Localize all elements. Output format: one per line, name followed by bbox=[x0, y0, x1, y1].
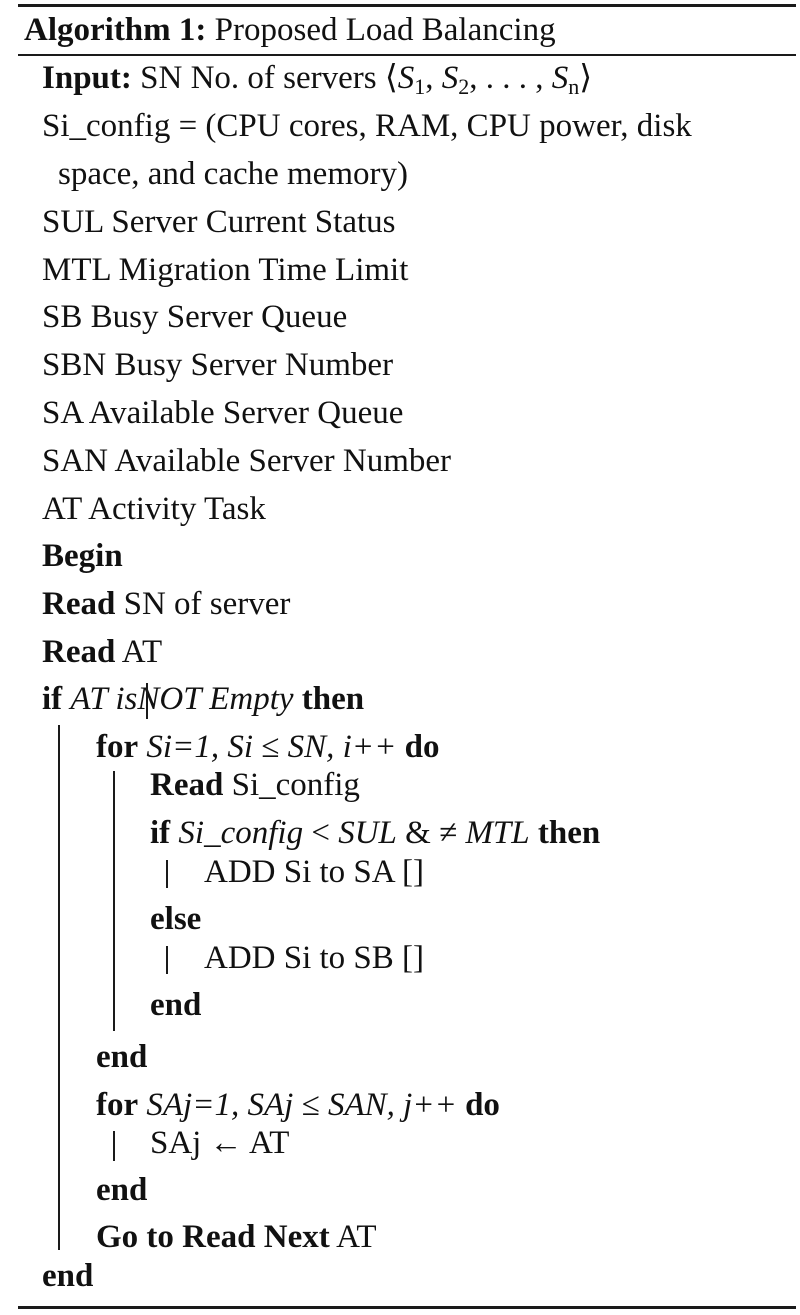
input-keyword: Input: bbox=[42, 60, 132, 96]
for-si-condition: Si=1, Si bbox=[146, 729, 253, 765]
bottom-rule bbox=[18, 1306, 796, 1309]
leq-symbol: ≤ bbox=[301, 1087, 320, 1123]
lt-symbol: < bbox=[303, 815, 339, 851]
def-sa: SA Available Server Queue bbox=[42, 395, 404, 431]
tuple-close: ⟩ bbox=[579, 60, 593, 96]
def-mtl: MTL Migration Time Limit bbox=[42, 252, 409, 288]
do-keyword: do bbox=[465, 1087, 500, 1123]
for-saj-condition-2: SAN, j++ bbox=[327, 1087, 457, 1123]
title-rule bbox=[18, 54, 796, 56]
left-arrow-symbol: ← bbox=[209, 1125, 243, 1161]
tuple-open: ⟨ bbox=[384, 60, 398, 96]
def-san: SAN Available Server Number bbox=[42, 443, 452, 479]
if-at-condition-b: NOT Empty bbox=[137, 681, 294, 717]
algorithm-title: Algorithm 1: Proposed Load Balancing bbox=[24, 8, 556, 52]
tuple-sep: , bbox=[535, 60, 552, 96]
else-keyword: else bbox=[150, 901, 202, 937]
read-at-text: AT bbox=[121, 634, 163, 670]
add-sa-line: ADD Si to SA [] bbox=[204, 854, 425, 890]
config-line-2: space, and cache memory) bbox=[58, 156, 408, 192]
goto-text: AT bbox=[336, 1219, 377, 1255]
tuple-sep: , bbox=[425, 60, 442, 96]
read-keyword: Read bbox=[150, 767, 224, 803]
def-sul: SUL Server Current Status bbox=[42, 204, 396, 240]
if-at-line: if AT isNOT Empty then bbox=[42, 679, 364, 719]
read-keyword: Read bbox=[42, 586, 116, 622]
read-sn-line: Read SN of server bbox=[42, 584, 290, 624]
add-sb-line: ADD Si to SB [] bbox=[204, 940, 425, 976]
neq-symbol: ≠ bbox=[439, 815, 458, 851]
begin-keyword: Begin bbox=[42, 538, 123, 574]
tuple-s2: S bbox=[441, 60, 459, 96]
tuple-sn-sub: n bbox=[568, 74, 580, 99]
then-block-bar bbox=[166, 860, 168, 888]
tuple-sep: , bbox=[469, 60, 486, 96]
if-config-condition-c: MTL bbox=[465, 815, 530, 851]
config-line-1: Si_config = (CPU cores, RAM, CPU power, … bbox=[42, 108, 692, 144]
if-keyword: if bbox=[42, 681, 63, 717]
else-block-bar bbox=[166, 946, 168, 974]
leq-symbol: ≤ bbox=[261, 729, 280, 765]
input-line: Input: SN No. of servers ⟨S1, S2, . . . … bbox=[42, 58, 592, 107]
text-cursor bbox=[146, 683, 148, 719]
then-keyword: then bbox=[537, 815, 601, 851]
tuple-s1-sub: 1 bbox=[414, 74, 426, 99]
assign-lhs: SAj bbox=[150, 1125, 202, 1161]
def-sbn: SBN Busy Server Number bbox=[42, 347, 394, 383]
goto-line: Go to Read Next AT bbox=[96, 1217, 377, 1257]
do-keyword: do bbox=[404, 729, 440, 765]
then-keyword: then bbox=[301, 681, 365, 717]
for-si-block-bar bbox=[113, 771, 115, 1031]
read-config-line: Read Si_config bbox=[150, 765, 360, 805]
def-sb: SB Busy Server Queue bbox=[42, 299, 348, 335]
if-block-bar bbox=[58, 725, 60, 1250]
goto-keyword: Go to Read Next bbox=[96, 1219, 330, 1255]
if-config-line: if Si_config < SUL & ≠ MTL then bbox=[150, 813, 600, 853]
tuple-s1: S bbox=[397, 60, 415, 96]
top-rule bbox=[18, 4, 796, 7]
for-saj-line: for SAj=1, SAj ≤ SAN, j++ do bbox=[96, 1085, 500, 1125]
servers-tuple: ⟨S1, S2, . . . , Sn⟩ bbox=[384, 60, 593, 99]
if-keyword: if bbox=[150, 815, 171, 851]
end-for-si: end bbox=[96, 1039, 148, 1075]
end-if-config: end bbox=[150, 987, 202, 1023]
for-saj-condition: SAj=1, SAj bbox=[146, 1087, 294, 1123]
for-si-condition-2: SN, i++ bbox=[287, 729, 397, 765]
if-at-condition-a: AT is bbox=[70, 681, 138, 717]
if-config-condition-a: Si_config bbox=[178, 815, 304, 851]
for-keyword: for bbox=[96, 729, 139, 765]
for-si-line: for Si=1, Si ≤ SN, i++ do bbox=[96, 727, 439, 767]
read-config-text: Si_config bbox=[231, 767, 360, 803]
read-sn-text: SN of server bbox=[123, 586, 291, 622]
def-at: AT Activity Task bbox=[42, 491, 266, 527]
tuple-dots: . . . bbox=[485, 60, 536, 96]
read-keyword: Read bbox=[42, 634, 116, 670]
end-for-saj: end bbox=[96, 1172, 148, 1208]
tuple-sn: S bbox=[551, 60, 569, 96]
assign-line: SAj ← AT bbox=[150, 1123, 289, 1163]
algorithm-label: Algorithm 1: bbox=[24, 12, 207, 48]
input-text: SN No. of servers bbox=[140, 60, 377, 96]
for-keyword: for bbox=[96, 1087, 139, 1123]
assign-rhs: AT bbox=[249, 1125, 290, 1161]
if-config-condition-b: SUL bbox=[338, 815, 397, 851]
algorithm-name: Proposed Load Balancing bbox=[214, 12, 556, 48]
amp-symbol: & bbox=[396, 815, 440, 851]
read-at-line: Read AT bbox=[42, 632, 162, 672]
for-saj-block-bar bbox=[113, 1131, 115, 1161]
end-if-at: end bbox=[42, 1258, 94, 1294]
tuple-s2-sub: 2 bbox=[458, 74, 470, 99]
